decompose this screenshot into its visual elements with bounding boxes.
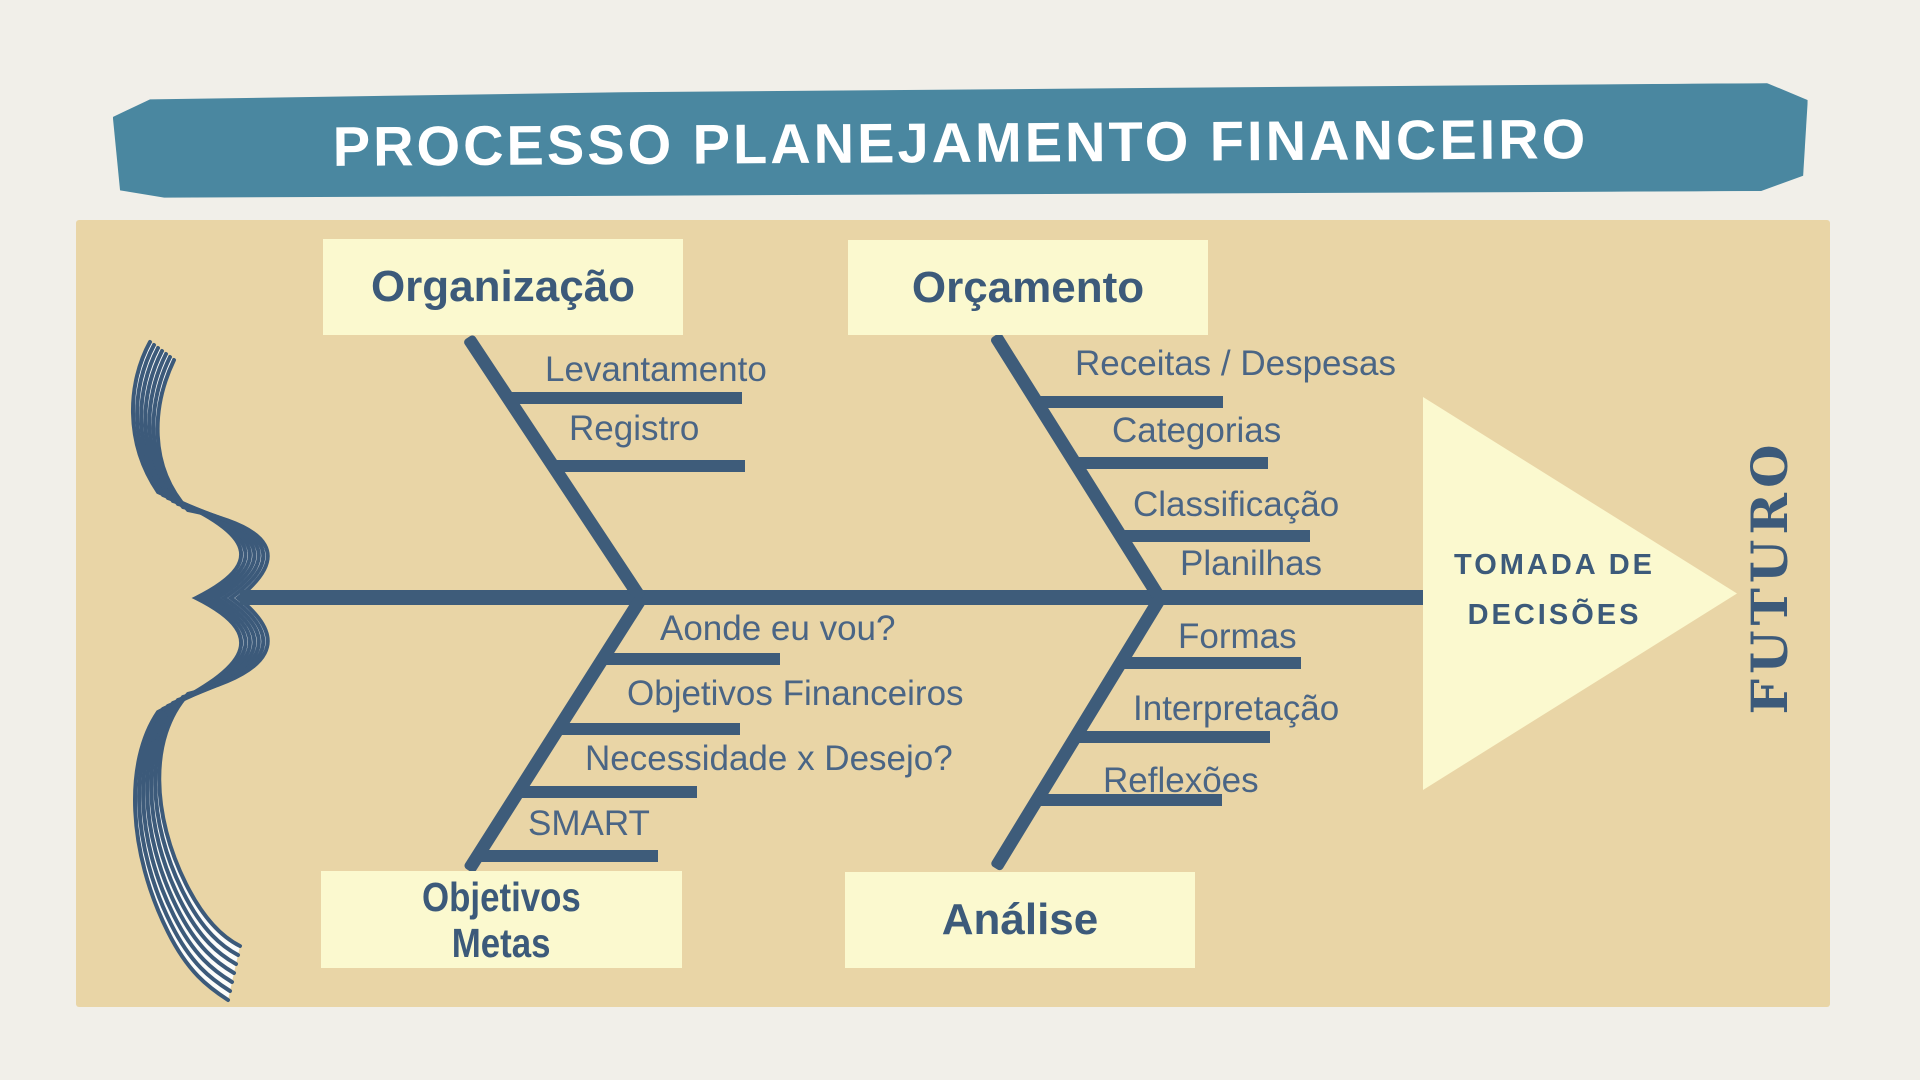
tick-categorias: [1075, 457, 1268, 469]
category-label: Organização: [370, 262, 636, 311]
fishbone-spine: [240, 590, 1428, 605]
tick-formas: [1121, 657, 1301, 669]
cause-label-aonde-eu-vou: Aonde eu vou?: [660, 609, 896, 648]
cause-label-levantamento: Levantamento: [545, 350, 767, 389]
category-label: Orçamento: [911, 262, 1145, 312]
cause-label-smart: SMART: [528, 804, 650, 843]
title-banner: PROCESSO PLANEJAMENTO FINANCEIRO: [113, 83, 1809, 201]
cause-label-reflexoes: Reflexões: [1103, 761, 1259, 800]
category-label: Análise: [941, 895, 1099, 944]
cause-label-receitas-despesas: Receitas / Despesas: [1075, 344, 1396, 383]
category-label-line1: Objetivos: [422, 873, 581, 920]
cause-label-categorias: Categorias: [1112, 411, 1282, 450]
category-box-organizacao: Organização: [323, 239, 683, 335]
category-label-line2: Metas: [452, 919, 551, 966]
tick-objetivos-financeiros: [558, 723, 740, 735]
fish-tail-plume-icon: [131, 340, 270, 1002]
decision-label: TOMADA DE DECISÕES: [1432, 540, 1677, 640]
tick-smart: [478, 850, 658, 862]
decision-label-line1: TOMADA DE: [1454, 549, 1655, 581]
cause-label-planilhas: Planilhas: [1180, 544, 1323, 583]
tick-reflexoes: [1038, 794, 1222, 806]
cause-label-registro: Registro: [569, 409, 700, 448]
tick-registro: [552, 460, 745, 472]
cause-label-objetivos-financeiros: Objetivos Financeiros: [627, 674, 964, 713]
page-title: PROCESSO PLANEJAMENTO FINANCEIRO: [332, 106, 1589, 178]
category-box-analise: Análise: [845, 872, 1195, 968]
cause-label-formas: Formas: [1178, 617, 1297, 656]
tick-classificacao: [1121, 530, 1310, 542]
tick-receitas-despesas: [1037, 396, 1223, 408]
cause-label-necessidade-desejo: Necessidade x Desejo?: [585, 739, 953, 778]
tick-necessidade-desejo: [518, 786, 697, 798]
tick-interpretacao: [1076, 731, 1270, 743]
tick-levantamento: [506, 392, 742, 404]
cause-label-interpretacao: Interpretação: [1133, 689, 1340, 728]
cause-label-classificacao: Classificação: [1133, 485, 1340, 524]
decision-label-line2: DECISÕES: [1467, 599, 1642, 631]
future-label: FUTURO: [1740, 439, 1799, 715]
tick-aonde-eu-vou: [602, 653, 780, 665]
category-box-objetivos-metas: Objetivos Metas: [321, 871, 682, 968]
category-box-orcamento: Orçamento: [848, 240, 1208, 335]
